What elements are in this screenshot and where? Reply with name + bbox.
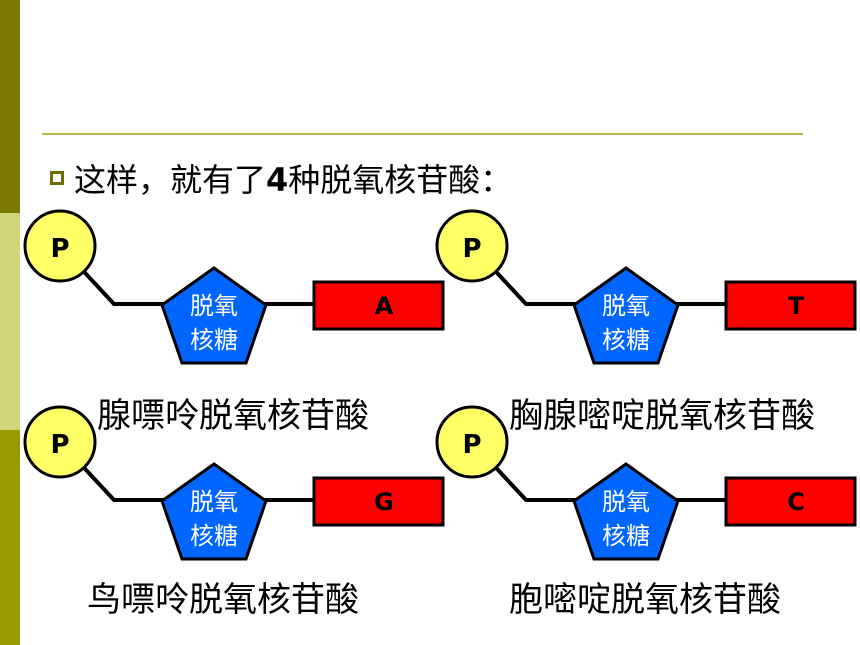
sugar-label-line1: 脱氧	[602, 292, 650, 320]
phosphate-circle	[23, 405, 97, 479]
sugar-label-line2: 核糖	[602, 326, 650, 354]
sugar-label-line2: 核糖	[602, 522, 650, 550]
sidebar-stripe	[0, 0, 20, 645]
sidebar-segment-middle	[0, 213, 20, 430]
base-rectangle	[312, 476, 445, 527]
deoxyribose-pentagon	[160, 266, 268, 365]
square-bullet-icon	[50, 171, 64, 185]
nucleotide-name-3: 鸟嘌呤脱氧核苷酸	[87, 580, 359, 620]
phosphate-circle	[23, 209, 97, 283]
base-letter: C	[787, 488, 805, 516]
nucleotide-name-2: 胸腺嘧啶脱氧核苷酸	[509, 396, 815, 436]
deoxyribose-pentagon	[572, 462, 680, 561]
sugar-label-line1: 脱氧	[602, 488, 650, 516]
base-rectangle	[724, 476, 857, 527]
phosphate-label: P	[462, 234, 481, 264]
phosphate-label: P	[50, 234, 69, 264]
sidebar-segment-top	[0, 0, 20, 213]
base-rectangle	[724, 280, 857, 331]
sidebar-segment-bottom	[0, 430, 20, 645]
sugar-label-line1: 脱氧	[190, 292, 238, 320]
title-divider	[42, 133, 803, 135]
heading-row: 这样，就有了4种脱氧核苷酸：	[50, 158, 513, 199]
sugar-label-line2: 核糖	[190, 522, 238, 550]
sugar-label-line1: 脱氧	[190, 488, 238, 516]
heading-number: 4	[266, 161, 289, 199]
heading-text: 这样，就有了4种脱氧核苷酸：	[74, 161, 513, 199]
base-rectangle	[312, 280, 445, 331]
deoxyribose-pentagon	[572, 266, 680, 365]
base-letter: G	[374, 488, 394, 516]
phosphate-label: P	[462, 430, 481, 460]
nucleotide-name-4: 胞嘧啶脱氧核苷酸	[509, 580, 781, 620]
base-letter: T	[788, 292, 805, 320]
sugar-label-line2: 核糖	[190, 326, 238, 354]
deoxyribose-pentagon	[160, 462, 268, 561]
phosphate-label: P	[50, 430, 69, 460]
phosphate-circle	[435, 405, 509, 479]
phosphate-circle	[435, 209, 509, 283]
nucleotide-name-1: 腺嘌呤脱氧核苷酸	[97, 396, 369, 436]
base-letter: A	[375, 292, 394, 320]
